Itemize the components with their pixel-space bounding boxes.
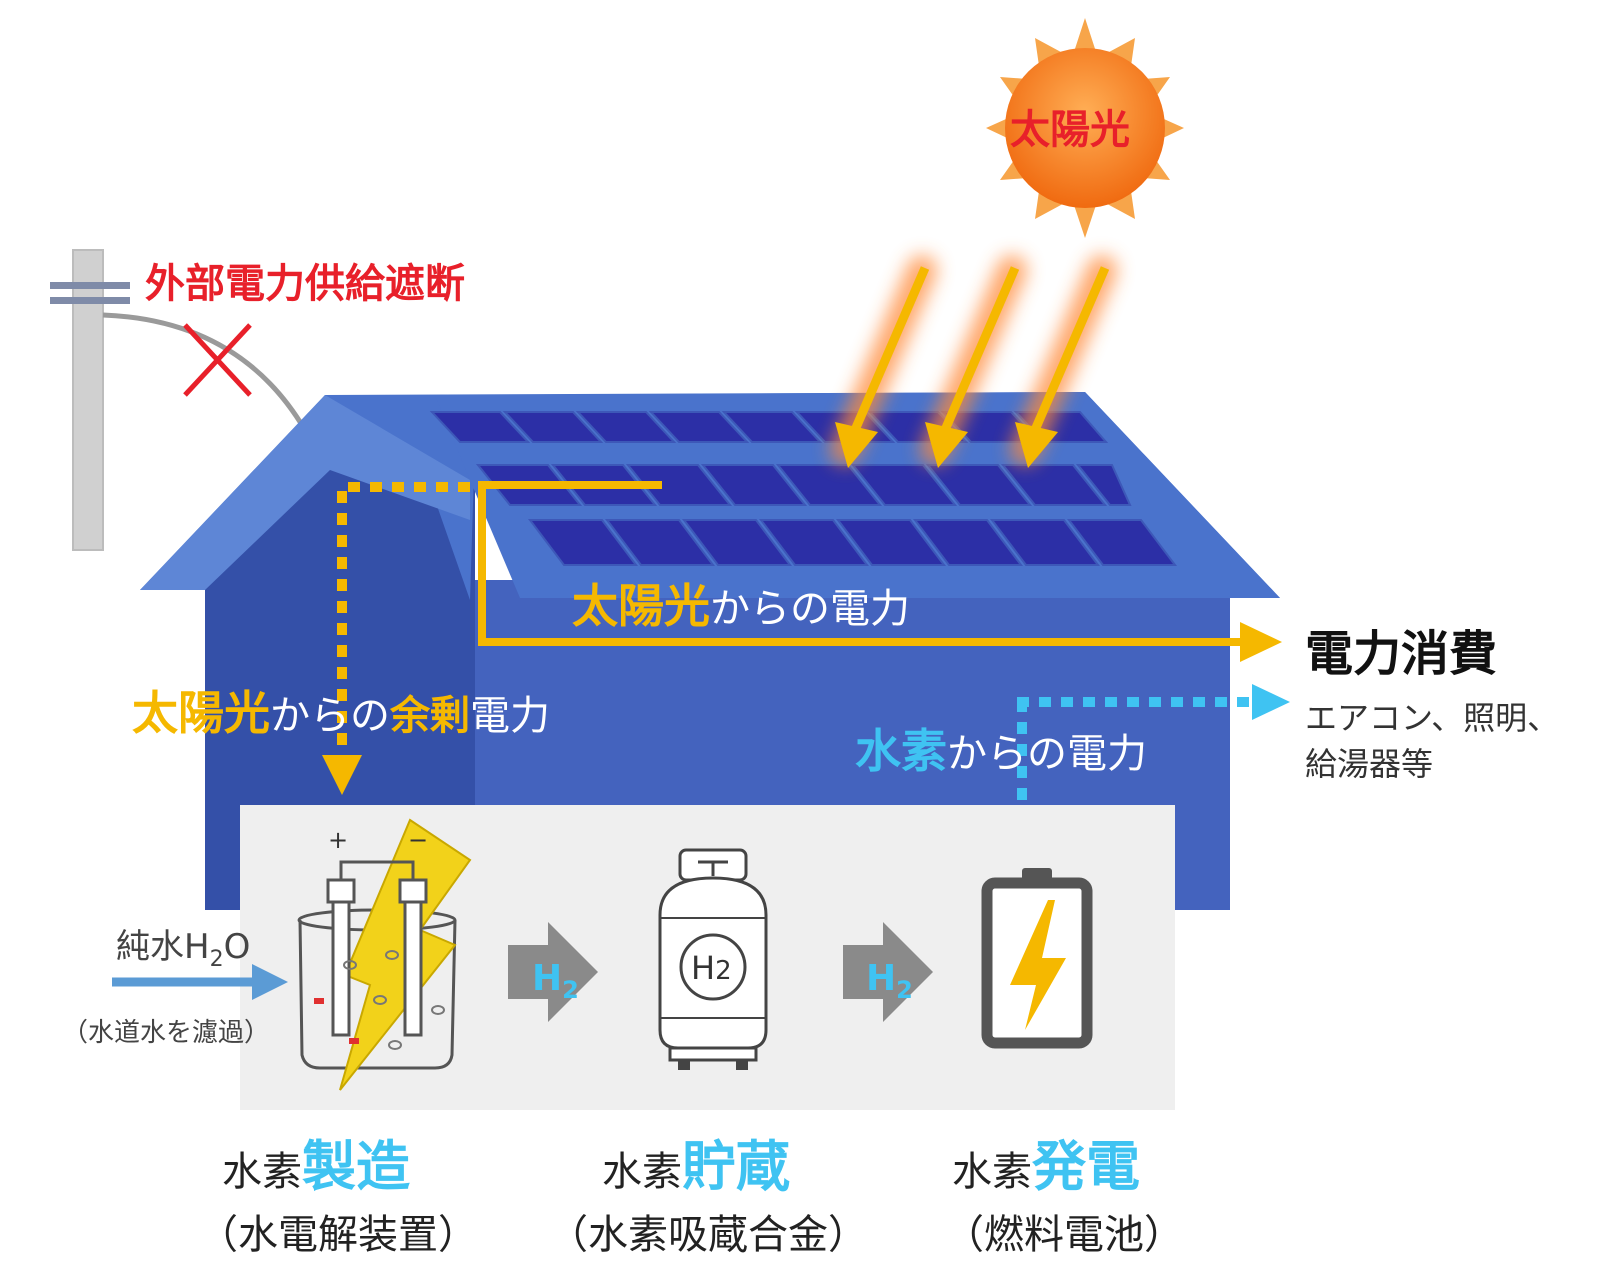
water-input-note: （水道水を濾過）	[62, 1018, 271, 1048]
water-label-prefix: 純水H	[116, 927, 210, 967]
stage-production-subtitle: （水電解装置）	[198, 1212, 478, 1258]
solar-power-highlight: 太陽光	[572, 579, 710, 633]
solar-power-rest: からの電力	[710, 586, 910, 632]
consumption-detail-line1: エアコン、照明、	[1305, 699, 1560, 737]
stage-generation-prefix: 水素	[952, 1149, 1032, 1195]
fuel-cell-icon	[981, 868, 1093, 1049]
stage-generation-title: 水素発電	[952, 1140, 1140, 1194]
stage-production-highlight: 製造	[302, 1135, 410, 1198]
electrolyzer-icon: + −	[297, 818, 472, 1091]
hydrogen-power-flow	[1017, 684, 1290, 800]
sun-rays	[830, 255, 1117, 468]
cut-cross-icon	[183, 323, 252, 397]
solar-panels	[429, 411, 1178, 566]
surplus-middle: からの	[270, 693, 390, 739]
water-input-arrow	[112, 964, 288, 1000]
hydrogen-tank-icon: H2	[658, 848, 768, 1070]
tank-label: H	[691, 949, 715, 987]
surplus-rest: 電力	[470, 693, 550, 739]
stage-production-prefix: 水素	[222, 1149, 302, 1195]
svg-text:H2: H2	[691, 949, 732, 987]
roof-left-face	[140, 395, 470, 590]
h2-arrow-1-label: H	[532, 958, 562, 999]
stage-storage-highlight: 貯蔵	[682, 1135, 790, 1198]
house-gable	[205, 420, 475, 910]
stage-production-title: 水素製造	[222, 1140, 410, 1194]
utility-pole	[50, 249, 308, 551]
stage-generation-highlight: 発電	[1032, 1135, 1140, 1198]
hydrogen-power-highlight: 水素	[855, 724, 947, 778]
water-label-suffix: O	[223, 927, 251, 967]
hydrogen-power-label: 水素からの電力	[855, 728, 1147, 774]
solar-power-flow	[478, 481, 1282, 662]
svg-text:H2: H2	[866, 958, 913, 1004]
sun-label: 太陽光	[1010, 107, 1130, 153]
consumption-title: 電力消費	[1305, 626, 1498, 682]
stage-generation-subtitle: （燃料電池）	[944, 1212, 1184, 1258]
surplus-power-flow	[322, 482, 470, 795]
electrode-plus: +	[328, 826, 348, 854]
h2-arrow-2-sub: 2	[896, 976, 913, 1004]
h2-arrow-2-label: H	[866, 958, 896, 999]
surplus-power-label: 太陽光からの余剰電力	[132, 690, 550, 736]
h2-arrow-1-sub: 2	[562, 976, 579, 1004]
grid-cut-label: 外部電力供給遮断	[145, 261, 465, 307]
stage-storage-prefix: 水素	[602, 1149, 682, 1195]
stage-storage-title: 水素貯蔵	[602, 1140, 790, 1194]
h2-arrow-2: H2	[843, 922, 933, 1022]
electrode-minus: −	[408, 826, 428, 854]
stage-storage-subtitle: （水素吸蔵合金）	[548, 1212, 868, 1258]
solar-power-label: 太陽光からの電力	[572, 583, 910, 629]
fuel-cell-lightning-icon	[1010, 900, 1066, 1030]
consumption-detail-line2: 給湯器等	[1305, 745, 1434, 783]
water-label-sub: 2	[209, 946, 224, 972]
water-input-label: 純水H2O	[116, 930, 250, 971]
svg-text:H2: H2	[532, 958, 579, 1004]
tank-label-sub: 2	[715, 956, 732, 986]
h2-arrow-1: H2	[508, 922, 598, 1022]
hydrogen-power-rest: からの電力	[947, 731, 1147, 777]
sun-icon	[986, 18, 1184, 238]
house-roof	[140, 392, 1280, 600]
surplus-highlight: 太陽光	[132, 686, 270, 740]
surplus-highlight2: 余剰	[390, 693, 470, 739]
